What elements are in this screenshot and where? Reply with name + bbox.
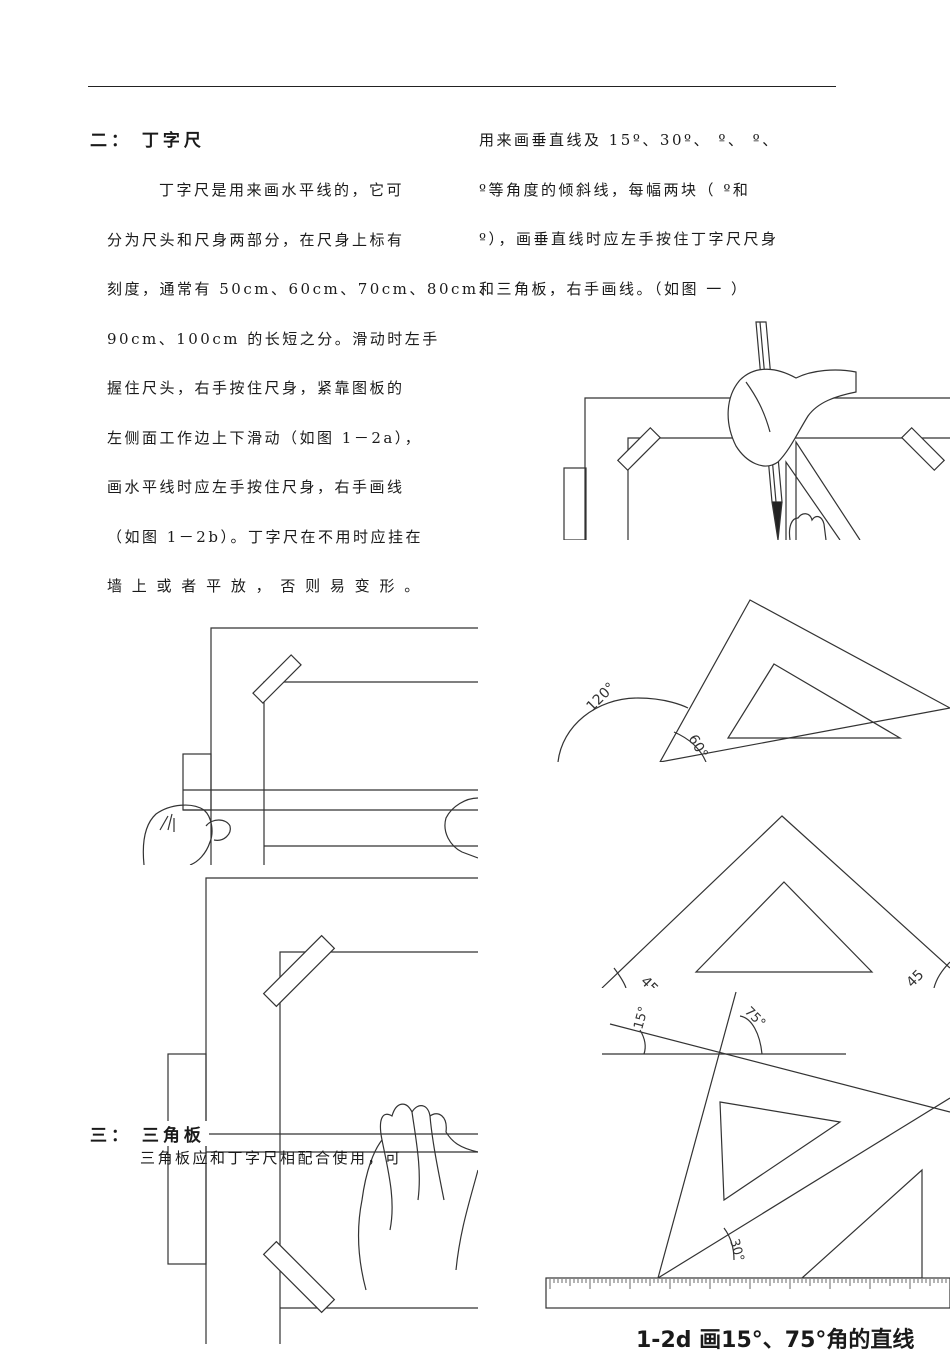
paragraph-line: （如图 1－2b）。丁字尺在不用时应挂在 bbox=[107, 527, 423, 546]
paragraph-line: 三角板应和丁字尺相配合使用，可 bbox=[140, 1149, 403, 1167]
angle-label-45-left: 45 bbox=[637, 974, 661, 988]
angle-label-30: 30° bbox=[726, 1237, 746, 1263]
figure-caption: 1-2d 画15°、75°角的直线 bbox=[636, 1328, 915, 1353]
angle-label-15: 15° bbox=[631, 1005, 651, 1031]
section-heading-triangle: 三： 三角板 bbox=[90, 1121, 209, 1146]
paragraph-line: º等角度的倾斜线，每幅两块（ º和 bbox=[479, 180, 751, 199]
paragraph-line: 丁字尺是用来画水平线的，它可 bbox=[159, 181, 405, 199]
paragraph-line: 握住尺头，右手按住尺身，紧靠图板的 bbox=[107, 379, 405, 397]
angle-label-120: 120° bbox=[584, 680, 619, 715]
figure-vertical-line-drawing bbox=[563, 321, 950, 540]
t-square-paragraph: 丁字尺是用来画水平线的，它可 分为尺头和尺身两部分，在尺身上标有 刻度，通常有 … bbox=[107, 166, 496, 612]
paragraph-line: º），画垂直线时应左手按住丁字尺尺身 bbox=[479, 230, 779, 248]
paragraph-line: 左侧面工作边上下滑动（如图 1－2a）， bbox=[107, 428, 423, 447]
angle-label-75: 75° bbox=[741, 1004, 768, 1031]
paragraph-line: 90cm、100cm 的长短之分。滑动时左手 bbox=[107, 329, 440, 348]
triangle-paragraph-continued: 用来画垂直线及 15º、30º、 º、 º、 º等角度的倾斜线，每幅两块（ º和… bbox=[479, 116, 780, 314]
figure-t-square-sliding bbox=[142, 627, 478, 865]
paragraph-line: 刻度，通常有 50cm、60cm、70cm、80cm、 bbox=[107, 280, 497, 298]
figure-triangles-15-75: 15° 75° 30° bbox=[545, 991, 950, 1309]
triangle-intro: 三角板应和丁字尺相配合使用，可 bbox=[140, 1134, 403, 1184]
header-rule bbox=[88, 86, 836, 87]
angle-label-45-right: 45 bbox=[904, 967, 928, 988]
paragraph-line: 分为尺头和尺身两部分，在尺身上标有 bbox=[107, 230, 405, 249]
ruler-ticks bbox=[549, 1279, 950, 1289]
figure-triangle-45: 45 45 bbox=[601, 815, 950, 988]
paragraph-line: 墙 上 或 者 平 放 ， 否 则 易 变 形 。 bbox=[107, 577, 422, 595]
figure-t-square-drawing bbox=[167, 877, 478, 1344]
figure-triangle-60-120: 120° 60° bbox=[557, 599, 950, 762]
section-heading-t-square: 二： 丁字尺 bbox=[90, 131, 205, 151]
paragraph-line: 画水平线时应左手按住尺身，右手画线 bbox=[107, 478, 405, 496]
paragraph-line: 用来画垂直线及 15º、30º、 º、 º、 bbox=[479, 131, 780, 149]
paragraph-line: 和三角板，右手画线。（如图 一 ） bbox=[479, 279, 749, 298]
